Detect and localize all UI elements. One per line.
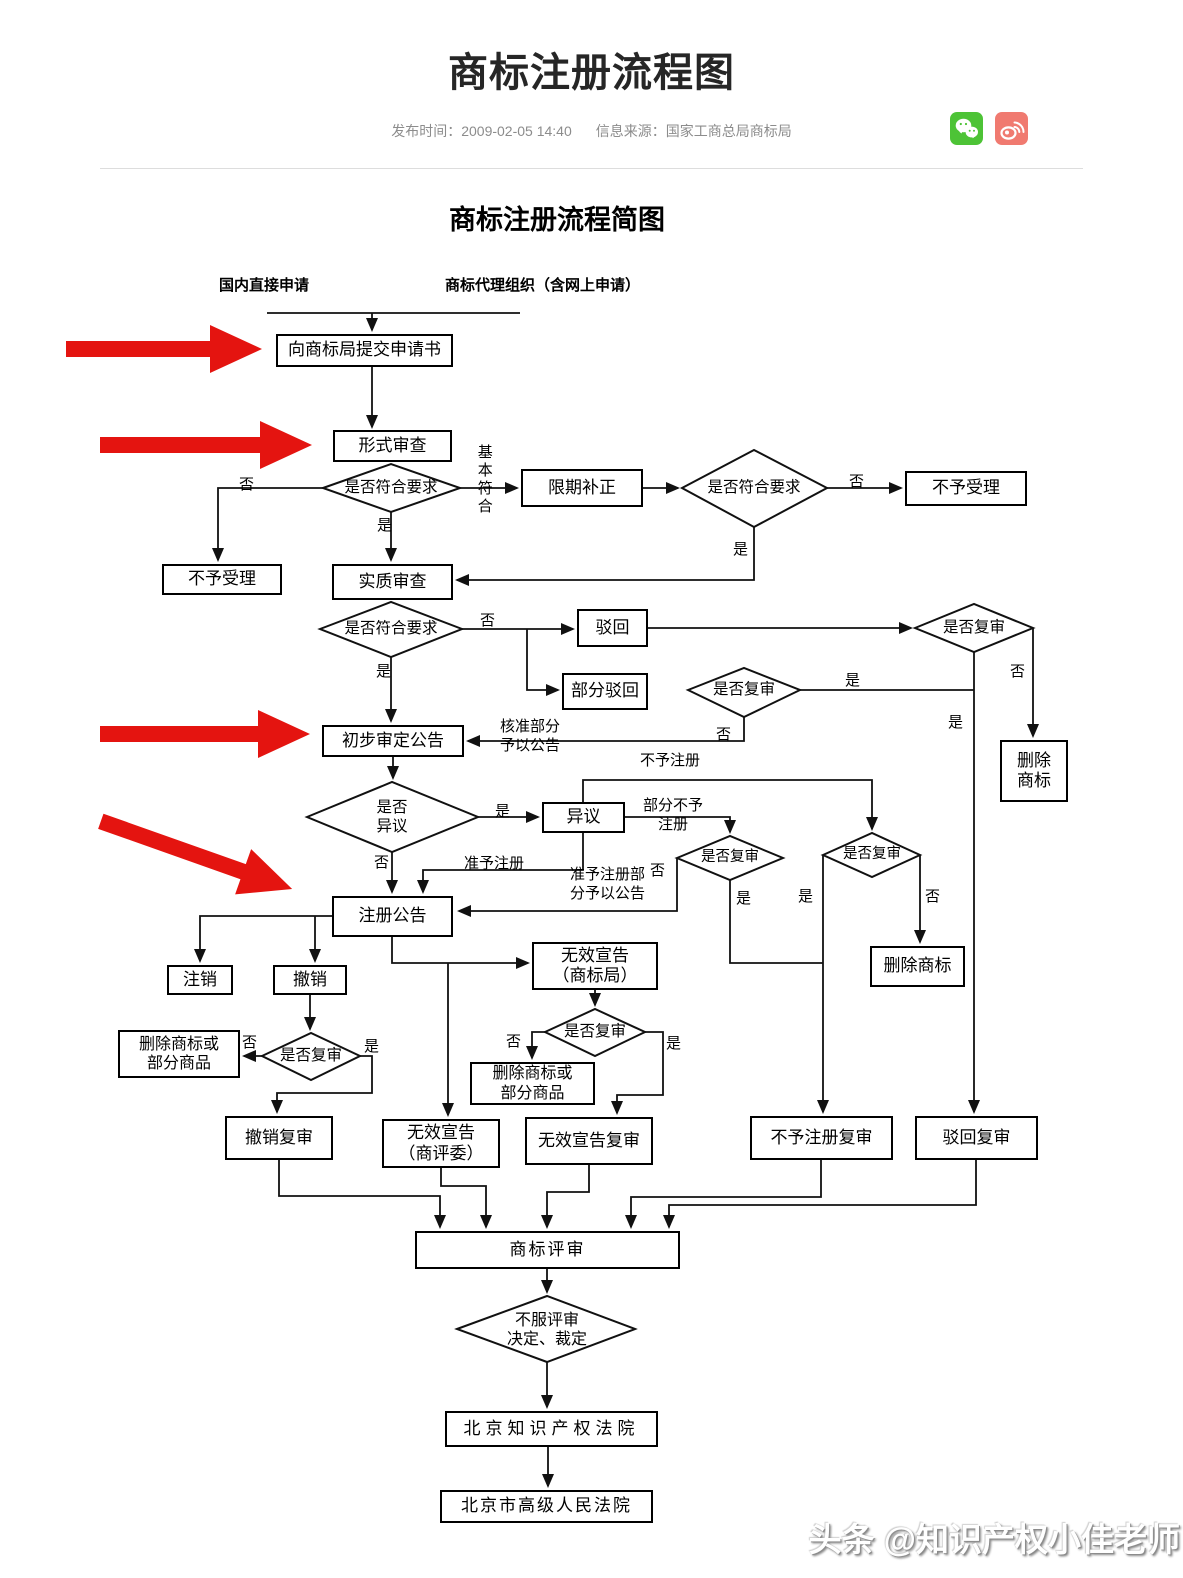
edge-label-yes: 是 [845,673,861,689]
decision-diamond [685,666,803,719]
edge-label-partial-not-registered: 部分不予 注册 [642,798,703,833]
decision-diamond [674,834,786,882]
node-cancellation: 注销 [167,965,233,995]
edge-label-yes: 是 [377,518,393,534]
node-non-registration-review: 不予注册复审 [750,1116,893,1160]
publish-time: 发布时间：2009-02-05 14:40 [391,123,572,139]
decision-substantive-ok: 是否符合要求 [344,620,438,637]
edge-label-yes: 是 [364,1039,380,1055]
edge-label-not-registered: 不予注册 [640,753,701,769]
page-title: 商标注册流程图 [448,51,735,95]
weibo-share-icon[interactable] [995,112,1028,145]
author-watermark: 头条 @知识产权小佳老师 [808,1521,1180,1558]
node-not-accepted-right: 不予受理 [905,471,1027,506]
node-delete-tm-or-goods-mid: 删除商标或 部分商品 [470,1062,595,1105]
edge-label-yes: 是 [798,889,814,905]
node-not-accepted-left: 不予受理 [162,564,282,595]
node-correction-within-time: 限期补正 [521,469,643,507]
edge-label-no: 否 [1010,664,1026,680]
decision-diamond [679,448,830,529]
decision-diamond [542,1007,648,1058]
weibo-icon [1000,121,1025,140]
decision-diamond [820,831,923,879]
info-source: 信息来源：国家工商总局商标局 [595,123,792,139]
node-delete-tm-or-goods-left: 删除商标或 部分商品 [118,1030,240,1078]
decision-review-revocation: 是否复审 [279,1047,342,1064]
edge-label-basically-meets: 基本符合 [475,444,492,516]
node-invalidation-tmo: 无效宣告 （商标局） [532,942,658,990]
node-preliminary-publication: 初步审定公告 [322,725,464,757]
node-formal-examination: 形式审查 [333,430,452,462]
decision-review-partial-refusal: 是否复审 [712,681,775,698]
node-substantive-examination: 实质审查 [332,564,453,600]
node-trademark-review: 商标评审 [415,1231,680,1269]
wechat-share-icon[interactable] [950,112,983,145]
node-submit-application: 向商标局提交申请书 [276,334,453,367]
node-invalidation-treb: 无效宣告 （商评委） [382,1119,500,1168]
edge-label-approved-part-published: 核准部分 予以公告 [500,719,561,754]
edge-label-no: 否 [716,727,732,743]
decision-review-refusal: 是否复审 [942,619,1005,636]
edge-label-no: 否 [374,855,390,871]
decision-formal-ok: 是否符合要求 [344,479,438,496]
node-refusal-review: 驳回复审 [915,1116,1038,1160]
edge-label-no: 否 [239,477,255,493]
red-annotation-arrow-3 [100,710,310,758]
edge-label-no: 否 [480,613,496,629]
edge-label-yes: 是 [376,664,392,680]
node-beijing-high-court: 北京市高级人民法院 [440,1490,653,1523]
decision-review-nonreg: 是否复审 [843,846,901,862]
decision-diamond [304,780,481,854]
decision-review-invalidation: 是否复审 [563,1023,626,1040]
lane-label-direct: 国内直接申请 [218,278,309,294]
red-annotation-arrow-1 [66,325,262,373]
node-revocation-review: 撤销复审 [225,1116,333,1160]
node-invalidation-review: 无效宣告复审 [525,1117,653,1165]
edge-label-no: 否 [506,1034,522,1050]
edge-label-no: 否 [925,889,941,905]
edge-label-yes: 是 [948,715,964,731]
decision-review-partial-nonreg: 是否复审 [701,849,759,865]
decision-opposition: 是否 异议 [376,799,408,835]
decision-diamond [454,1294,638,1364]
decision-diamond [259,1031,363,1082]
decision-dissatisfied-ruling: 不服评审 决定、裁定 [506,1312,587,1349]
article-meta: 发布时间：2009-02-05 14:40 信息来源：国家工商总局商标局 [0,121,1183,141]
edge-label-yes: 是 [736,891,752,907]
node-partial-refusal: 部分驳回 [562,673,648,710]
edge-label-approved-registration: 准予注册 [464,856,525,872]
edge-label-no: 否 [242,1035,258,1051]
node-delete-trademark-right: 删除 商标 [1000,740,1068,802]
decision-diamond [319,462,464,514]
node-delete-trademark-mid: 删除商标 [870,946,965,987]
node-registration-publication: 注册公告 [332,896,453,937]
edge-label-yes: 是 [666,1036,682,1052]
node-revocation: 撤销 [273,965,347,995]
red-annotation-arrow-4 [98,813,293,895]
decision-diamond [317,600,465,659]
flowchart-title: 商标注册流程简图 [449,205,665,235]
node-refusal: 驳回 [577,609,648,647]
edge-label-yes: 是 [495,804,511,820]
lane-label-agency: 商标代理组织（含网上申请） [444,278,640,294]
edge-label-approved-part-reg-published: 准予注册部 分予以公告 [570,867,646,902]
divider [100,168,1083,169]
node-beijing-ip-court: 北京知识产权法院 [445,1411,658,1447]
wechat-icon [955,118,978,139]
decision-correction-ok: 是否符合要求 [707,479,801,496]
edge-label-yes: 是 [733,542,749,558]
edge-label-no: 否 [650,863,666,879]
decision-diamond [912,602,1036,654]
edge-label-no: 否 [849,474,865,490]
node-opposition: 异议 [542,802,625,833]
red-annotation-arrow-2 [100,421,312,469]
